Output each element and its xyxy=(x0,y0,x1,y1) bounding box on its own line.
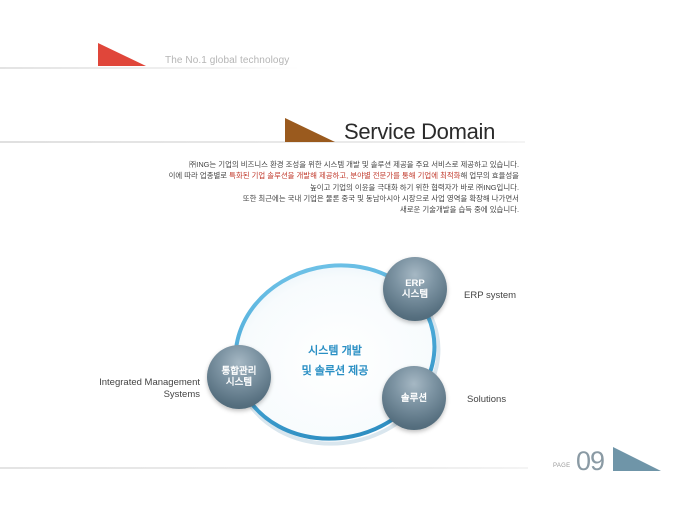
intro-line-3: 높이고 기업의 이윤을 극대화 하기 위한 협력자가 바로 ㈜ING입니다. xyxy=(310,182,519,192)
section-triangle-decoration xyxy=(285,118,335,142)
management-label-line-1: Integrated Management xyxy=(99,377,200,388)
header-tagline: The No.1 global technology xyxy=(165,55,290,66)
center-line-2: 및 솔루션 제공 xyxy=(301,365,369,377)
section-divider xyxy=(0,141,525,143)
intro-paragraph: ㈜ING는 기업의 비즈니스 환경 조성을 위한 시스템 개발 및 솔루션 제공… xyxy=(59,159,519,215)
management-label-line-2: Systems xyxy=(163,389,200,400)
solutions-node: 솔루션 xyxy=(382,366,446,430)
header-divider xyxy=(0,67,300,69)
page-number: 09 xyxy=(576,446,605,476)
intro-line-2-end: 해 업무의 효율성을 xyxy=(460,171,519,181)
erp-node-line-2: 시스템 xyxy=(401,289,429,300)
integrated-management-label: Integrated Management Systems xyxy=(99,377,200,401)
intro-line-4: 또한 최근에는 국내 기업은 물론 중국 및 동남아시아 시장으로 사업 영역을… xyxy=(242,193,519,203)
diagram-center-text: 시스템 개발 및 솔루션 제공 xyxy=(285,341,385,381)
erp-node-line-1: ERP xyxy=(405,278,425,289)
erp-system-label: ERP system xyxy=(464,290,517,301)
footer-divider xyxy=(0,467,528,469)
solutions-node-line-1: 솔루션 xyxy=(400,392,428,404)
page-label: PAGE xyxy=(553,463,571,469)
intro-line-2-start: 이에 따라 업종별로 xyxy=(168,171,230,181)
solutions-label: Solutions xyxy=(467,394,507,405)
intro-highlight: 특화된 기업 솔루션을 개발해 제공하고, 분야별 전문가를 통해 기업에 최적… xyxy=(229,171,461,181)
intro-line-5: 새로운 기술개발을 습득 중에 있습니다. xyxy=(399,205,519,215)
header-triangle-decoration xyxy=(98,43,146,66)
intro-line-1: ㈜ING는 기업의 비즈니스 환경 조성을 위한 시스템 개발 및 솔루션 제공… xyxy=(188,160,519,169)
integrated-management-node: 통합관리 시스템 xyxy=(207,345,271,409)
section-title: Service Domain xyxy=(344,119,496,144)
center-line-1: 시스템 개발 xyxy=(308,345,362,357)
management-node-line-1: 통합관리 xyxy=(221,366,257,377)
footer-triangle-decoration xyxy=(613,447,661,471)
intro-line-2: 이에 따라 업종별로 특화된 기업 솔루션을 개발해 제공하고, 분야별 전문가… xyxy=(59,170,519,181)
erp-system-node: ERP 시스템 xyxy=(383,257,447,321)
management-node-line-2: 시스템 xyxy=(225,377,253,388)
